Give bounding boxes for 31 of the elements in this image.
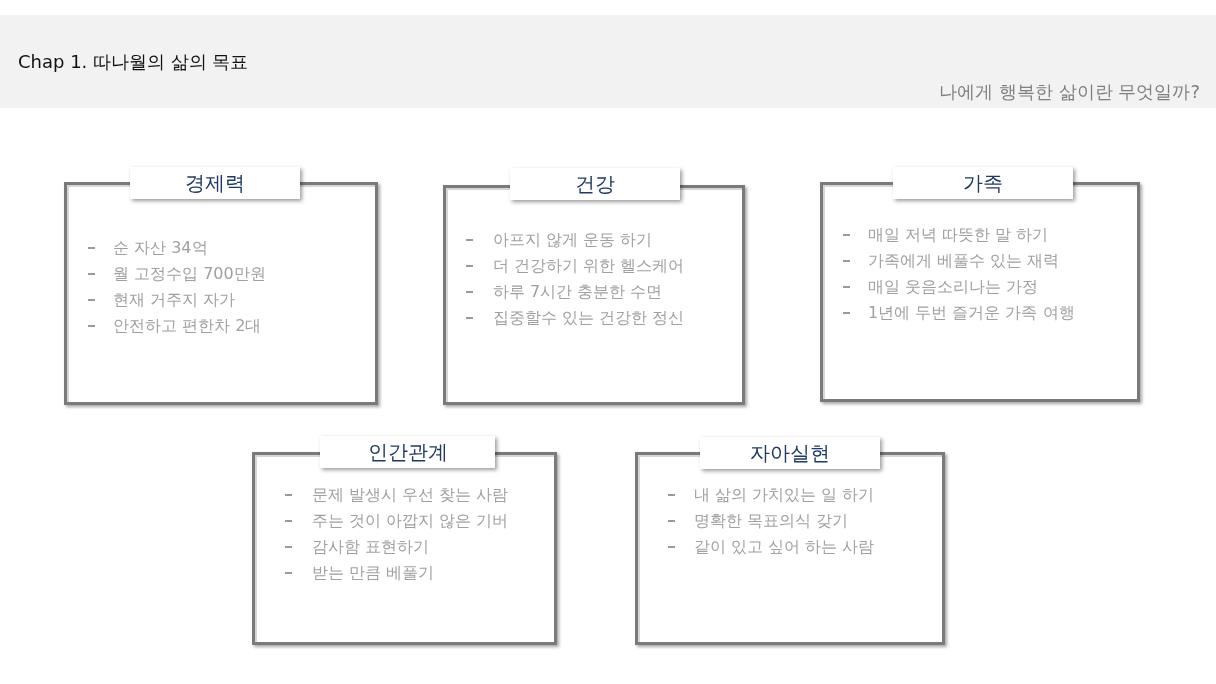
page-title: Chap 1. 따나월의 삶의 목표 <box>18 50 249 74</box>
goal-card <box>443 168 745 405</box>
list-item-text: 매일 저녁 따뜻한 말 하기 <box>868 224 1049 246</box>
list-item-text: 주는 것이 아깝지 않은 기버 <box>312 510 509 532</box>
list-item-text: 안전하고 편한차 2대 <box>113 315 262 337</box>
card-heading: 건강 <box>510 168 680 200</box>
list-item-text: 현재 거주지 자가 <box>113 289 236 311</box>
list-item-text: 1년에 두번 즐거운 가족 여행 <box>868 302 1075 324</box>
subtitle: 나에게 행복한 삶이란 무엇일까? <box>939 80 1200 104</box>
list-item-text: 하루 7시간 충분한 수면 <box>493 281 663 303</box>
list-item-text: 문제 발생시 우선 찾는 사람 <box>312 484 509 506</box>
card-heading: 가족 <box>893 167 1073 199</box>
list-item-text: 명확한 목표의식 갖기 <box>694 510 849 532</box>
list-item-text: 가족에게 베풀수 있는 재력 <box>868 250 1060 272</box>
list-item-text: 매일 웃음소리나는 가정 <box>868 276 1039 298</box>
goal-card <box>820 167 1140 402</box>
card-heading: 인간관계 <box>320 436 495 468</box>
list-item-text: 아프지 않게 운동 하기 <box>493 229 653 251</box>
list-item-text: 집중할수 있는 건강한 정신 <box>493 307 685 329</box>
goal-card <box>635 437 945 645</box>
list-item-text: 더 건강하기 위한 헬스케어 <box>493 255 685 277</box>
card-heading: 경제력 <box>130 167 300 199</box>
card-heading: 자아실현 <box>700 437 880 469</box>
goal-card <box>64 167 378 405</box>
list-item-text: 감사함 표현하기 <box>312 536 430 558</box>
list-item-text: 순 자산 34억 <box>113 237 208 259</box>
list-item-text: 내 삶의 가치있는 일 하기 <box>694 484 875 506</box>
list-item-text: 받는 만큼 베풀기 <box>312 562 435 584</box>
list-item-text: 같이 있고 싶어 하는 사람 <box>694 536 875 558</box>
list-item-text: 월 고정수입 700만원 <box>113 263 266 285</box>
goal-card <box>252 436 557 645</box>
